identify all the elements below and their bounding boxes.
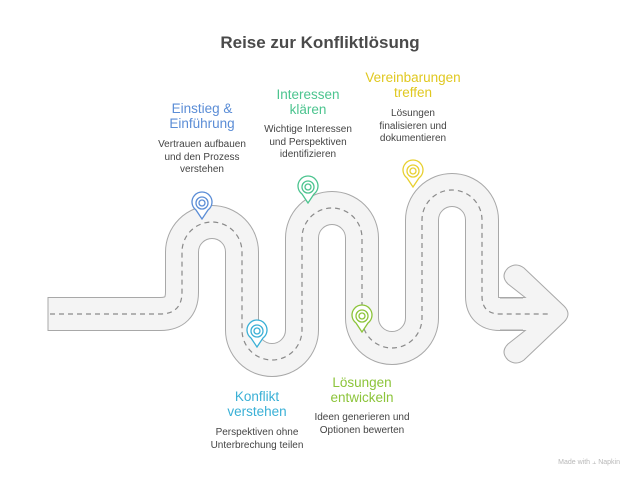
road-center-dashes [50,189,548,361]
road [47,173,569,377]
step-2-title-line: verstehen [227,404,287,419]
step-4-desc-line: Optionen bewerten [319,424,405,436]
step-5-title-line: Vereinbarungen [365,70,461,85]
step-4-title-line: Lösungen [332,375,392,390]
step-2-title-line: Konflikt [234,389,280,404]
step-3-desc-line: identifizieren [279,149,337,160]
step-5-title: Vereinbarungen treffen [353,70,473,100]
step-1-title-line: Einstieg & [171,101,233,116]
step-2-desc-line: Perspektiven ohne [215,427,299,438]
step-3-title: Interessen klären [248,87,368,117]
pin-step-3 [297,175,319,205]
step-5-description: Lösungen finalisieren und dokumentieren [353,108,473,146]
pin-ring-inner [409,167,417,175]
step-5-desc-line: dokumentieren [379,133,447,144]
step-5-desc-line: Lösungen [391,108,435,119]
footer-brand: Napkin [598,459,620,466]
made-with-napkin-footer: Made with ⫠ Napkin [558,459,620,467]
pin-ring-outer [250,324,264,338]
footer-made-with: Made with [558,459,591,466]
pin-ring-outer [301,180,315,194]
step-2-description: Perspektiven ohne Unterbrechung teilen [192,427,322,452]
pin-ring-inner [304,183,312,191]
step-4-desc-line: Ideen generieren und [314,412,410,423]
pin-ring-outer [355,309,369,323]
step-1-desc-line: Vertrauen aufbauen [158,139,246,150]
step-3-title-line: klären [289,102,327,117]
pin-ring-inner [198,199,206,207]
step-2-title: Konflikt verstehen [197,389,317,419]
step-1-title: Einstieg & Einführung [142,101,262,131]
pin-ring-inner [253,327,261,335]
step-1-desc-line: und den Prozess [164,151,240,163]
pin-ring-outer [195,196,209,210]
step-3-description: Wichtige Interessen und Perspektiven ide… [243,124,373,162]
step-3-desc-line: Wichtige Interessen [264,124,352,135]
step-3-desc-line: und Perspektiven [269,136,347,148]
step-3-title-line: Interessen [276,87,340,102]
pin-step-4 [351,304,373,334]
pin-ring-inner [358,312,366,320]
pin-step-2 [246,319,268,349]
step-2-desc-line: Unterbrechung teilen [210,439,304,451]
diagram-title: Reise zur Konfliktlösung [220,33,420,52]
step-1-description: Vertrauen aufbauen und den Prozess verst… [142,139,262,177]
step-1-desc-line: verstehen [180,164,224,175]
pin-step-5 [402,159,424,189]
road-surface [48,174,530,376]
step-4-title: Lösungen entwickeln [302,375,422,405]
step-5-title-line: treffen [393,85,433,100]
step-4-title-line: entwickeln [330,390,394,405]
step-4-description: Ideen generieren und Optionen bewerten [297,412,427,437]
step-5-desc-line: finalisieren und [379,120,447,132]
pin-step-1 [191,191,213,221]
step-1-title-line: Einführung [169,116,235,131]
pin-ring-outer [406,164,420,178]
napkin-logo-icon: ⫠ [592,459,597,466]
